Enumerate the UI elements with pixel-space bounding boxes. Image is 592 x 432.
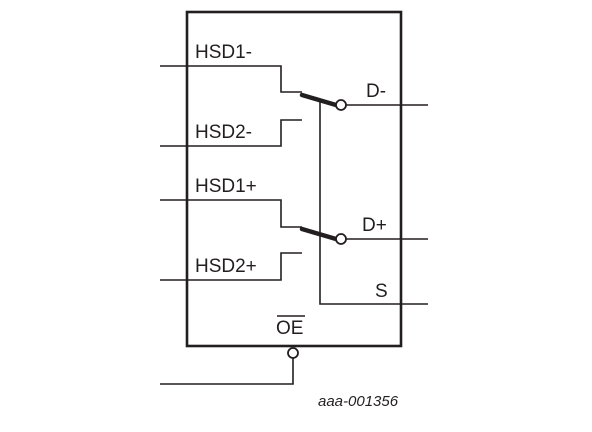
hsd1-plus-label: HSD1+: [195, 176, 257, 197]
hsd2-plus-line: [160, 252, 302, 281]
oe-label: OE: [276, 318, 303, 339]
reference-id: aaa-001356: [318, 393, 399, 410]
hsd2-plus-label: HSD2+: [195, 256, 257, 277]
s-select-line: [319, 100, 428, 305]
hsd1-plus-line: [160, 199, 302, 228]
d-minus-switch-blade: [299, 92, 339, 108]
d-minus-pivot: [335, 99, 347, 111]
d-minus-label: D-: [366, 81, 386, 102]
hsd1-minus-label: HSD1-: [195, 42, 252, 63]
hsd1-minus-line: [160, 65, 302, 93]
hsd2-minus-line: [160, 119, 302, 147]
hsd2-minus-label: HSD2-: [195, 122, 252, 143]
oe-input-line: [160, 358, 294, 385]
s-label: S: [375, 281, 388, 302]
oe-inversion-bubble: [287, 347, 299, 359]
d-plus-pivot: [335, 233, 347, 245]
ic-package-outline: [185, 10, 403, 348]
d-plus-label: D+: [362, 215, 387, 236]
d-plus-switch-blade: [299, 226, 339, 242]
